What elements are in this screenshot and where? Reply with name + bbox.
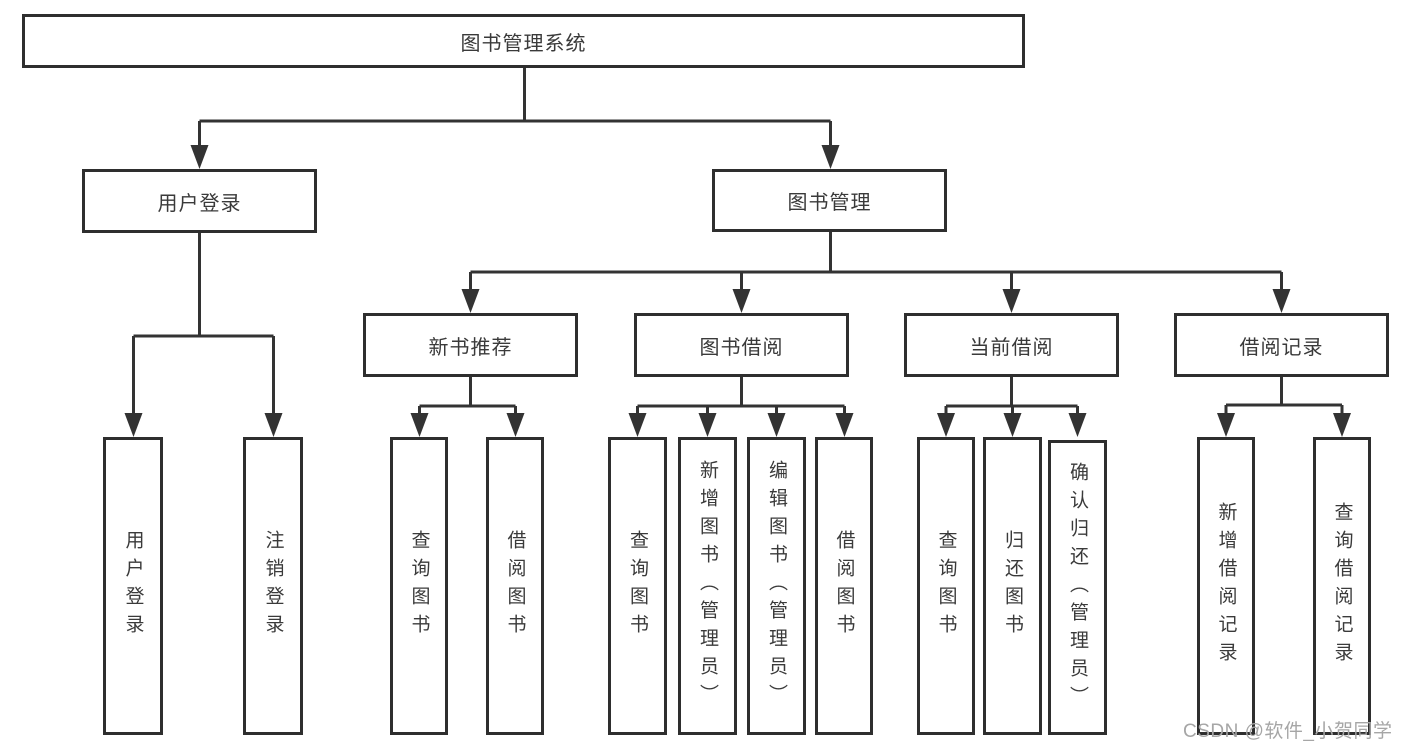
leaf-borrow-books-recommend: 借阅图书 [486,437,544,735]
node-new-book-recommend-label: 新书推荐 [428,336,513,359]
leaf-user-login-label: 用户登录 [122,530,144,642]
node-book-borrowing: 图书借阅 [634,313,849,377]
leaf-query-books-borrow-label: 查询图书 [627,530,648,642]
node-book-management: 图书管理 [712,169,947,232]
leaf-add-borrow-record: 新增借阅记录 [1197,437,1255,735]
leaf-user-login: 用户登录 [103,437,163,735]
node-library-system: 图书管理系统 [22,14,1025,68]
leaf-query-books-recommend-label: 查询图书 [408,530,430,642]
leaf-query-borrow-record: 查询借阅记录 [1313,437,1371,735]
node-current-borrowing: 当前借阅 [904,313,1119,377]
leaf-return-books-label: 归还图书 [1002,530,1023,642]
leaf-confirm-return-admin-label: 确认归还（管理员） [1067,461,1088,714]
node-user-login: 用户登录 [82,169,317,233]
leaf-add-borrow-record-label: 新增借阅记录 [1215,502,1237,670]
leaf-logout: 注销登录 [243,437,303,735]
leaf-borrow-books-recommend-label: 借阅图书 [504,530,526,642]
node-borrowing-records-label: 借阅记录 [1239,336,1324,359]
leaf-query-books-current-label: 查询图书 [935,530,957,642]
node-borrowing-records: 借阅记录 [1174,313,1389,377]
leaf-logout-label: 注销登录 [262,530,284,642]
leaf-edit-book-admin: 编辑图书（管理员） [747,437,806,735]
node-book-management-label: 图书管理 [787,192,872,214]
node-current-borrowing-label: 当前借阅 [969,336,1054,359]
leaf-query-books-borrow: 查询图书 [608,437,667,735]
leaf-query-books-recommend: 查询图书 [390,437,448,735]
leaf-return-books: 归还图书 [983,437,1042,735]
leaf-edit-book-admin-label: 编辑图书（管理员） [766,460,787,712]
leaf-borrow-books-borrow-label: 借阅图书 [833,530,855,642]
leaf-borrow-books-borrow: 借阅图书 [815,437,873,735]
leaf-add-book-admin-label: 新增图书（管理员） [697,460,718,712]
leaf-confirm-return-admin: 确认归还（管理员） [1048,440,1107,735]
leaf-query-borrow-record-label: 查询借阅记录 [1331,502,1353,670]
node-user-login-label: 用户登录 [157,192,242,215]
node-book-borrowing-label: 图书借阅 [699,336,784,359]
node-new-book-recommend: 新书推荐 [363,313,578,377]
node-library-system-label: 图书管理系统 [460,32,587,55]
leaf-add-book-admin: 新增图书（管理员） [678,437,737,735]
watermark: CSDN @软件_小贺同学 [1183,721,1393,742]
leaf-query-books-current: 查询图书 [917,437,975,735]
